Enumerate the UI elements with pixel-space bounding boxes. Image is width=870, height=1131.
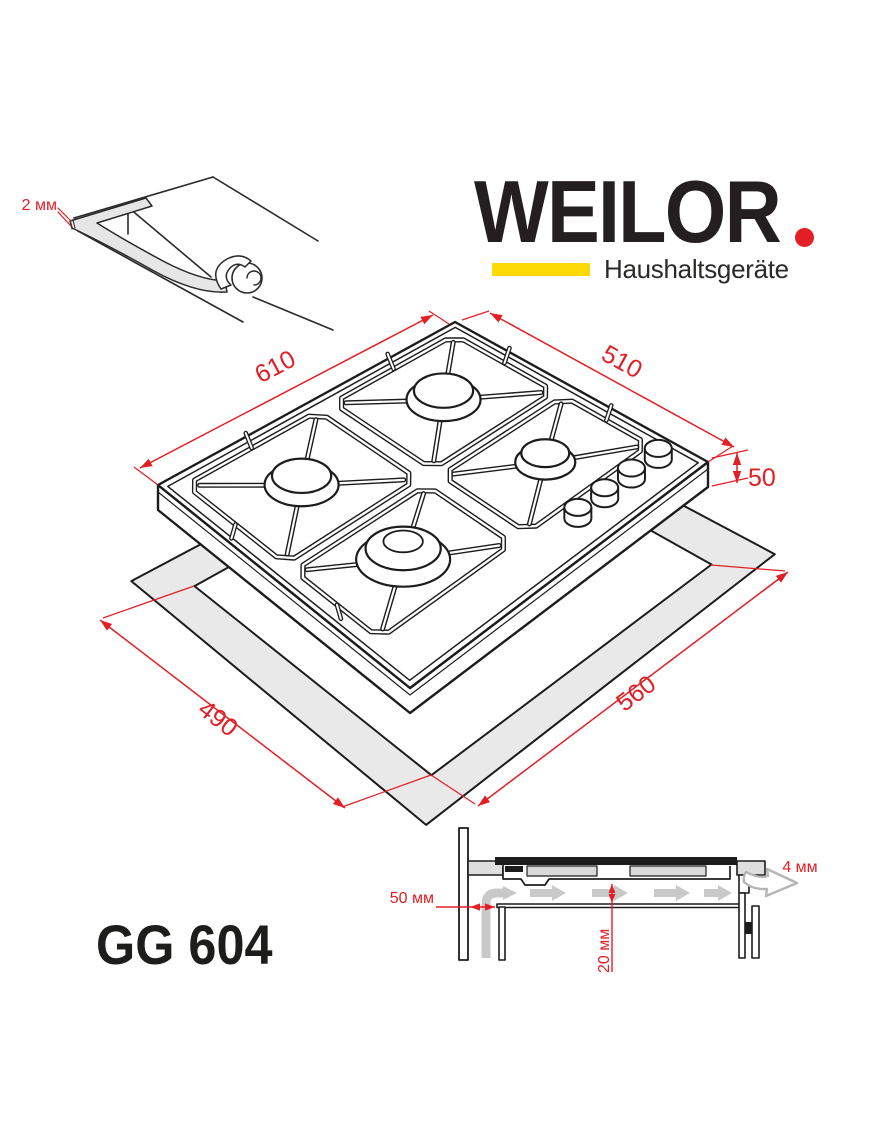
hob-plate-section bbox=[495, 857, 737, 865]
burner bbox=[355, 525, 452, 588]
plate-edge-line bbox=[73, 176, 214, 219]
cabinet-side-wall bbox=[458, 827, 469, 961]
clearance-arrowheads bbox=[470, 884, 616, 911]
burner bbox=[263, 457, 340, 508]
seal-lamination bbox=[69, 219, 76, 230]
brand-logo-dot-icon bbox=[795, 228, 814, 247]
hob-width-label: 610 bbox=[250, 345, 300, 389]
hob-isometric-body bbox=[156, 320, 710, 715]
brand-underline-bar bbox=[492, 263, 590, 276]
burner-knobs bbox=[563, 438, 673, 528]
plate-edge-line bbox=[77, 230, 244, 323]
cutout-width-label: 560 bbox=[611, 670, 661, 717]
hob-height-label: 50 bbox=[748, 464, 776, 492]
burner bbox=[514, 438, 577, 481]
burner-grates bbox=[191, 337, 643, 635]
plate-edge-line bbox=[252, 296, 334, 331]
brand-wordmark: WEILOR bbox=[474, 162, 782, 261]
control-knob bbox=[643, 438, 673, 469]
control-knob bbox=[590, 478, 620, 509]
seal-section bbox=[505, 866, 523, 872]
burner-box bbox=[629, 865, 707, 877]
hob-depth-label: 510 bbox=[597, 340, 647, 385]
installation-section-drawing bbox=[436, 827, 799, 972]
seal-thickness-label: 2 мм bbox=[22, 197, 57, 214]
bottom-clearance-label: 20 мм bbox=[596, 929, 613, 973]
plate-edge-line bbox=[212, 176, 319, 242]
seal-tape-roll-spiral bbox=[246, 270, 262, 286]
countertop-right bbox=[736, 860, 766, 876]
seal-leader-lines bbox=[57, 207, 72, 227]
burner-box bbox=[526, 865, 598, 877]
burner bbox=[405, 372, 482, 423]
side-clearance-label: 50 мм bbox=[390, 890, 434, 907]
rear-gap-label: 4 мм bbox=[782, 859, 817, 876]
edge-seal-detail-drawing bbox=[57, 176, 334, 331]
dimension-lines bbox=[99, 310, 789, 809]
shelf-support-left bbox=[498, 906, 506, 961]
seal-tape-flap bbox=[215, 255, 252, 290]
outflow-arrow-icon bbox=[742, 867, 799, 898]
brand-tagline: Haushaltsgeräte bbox=[604, 254, 789, 284]
niche-shelf bbox=[496, 903, 741, 909]
rail-connector bbox=[745, 922, 752, 934]
control-knob bbox=[616, 458, 646, 489]
recess-edge-line bbox=[128, 207, 212, 278]
cabinet-back-rail bbox=[738, 892, 746, 959]
cabinet-back-wall bbox=[751, 905, 760, 959]
control-knob bbox=[563, 497, 593, 528]
model-name: GG 604 bbox=[96, 913, 273, 976]
cutout-depth-label: 490 bbox=[193, 695, 243, 743]
